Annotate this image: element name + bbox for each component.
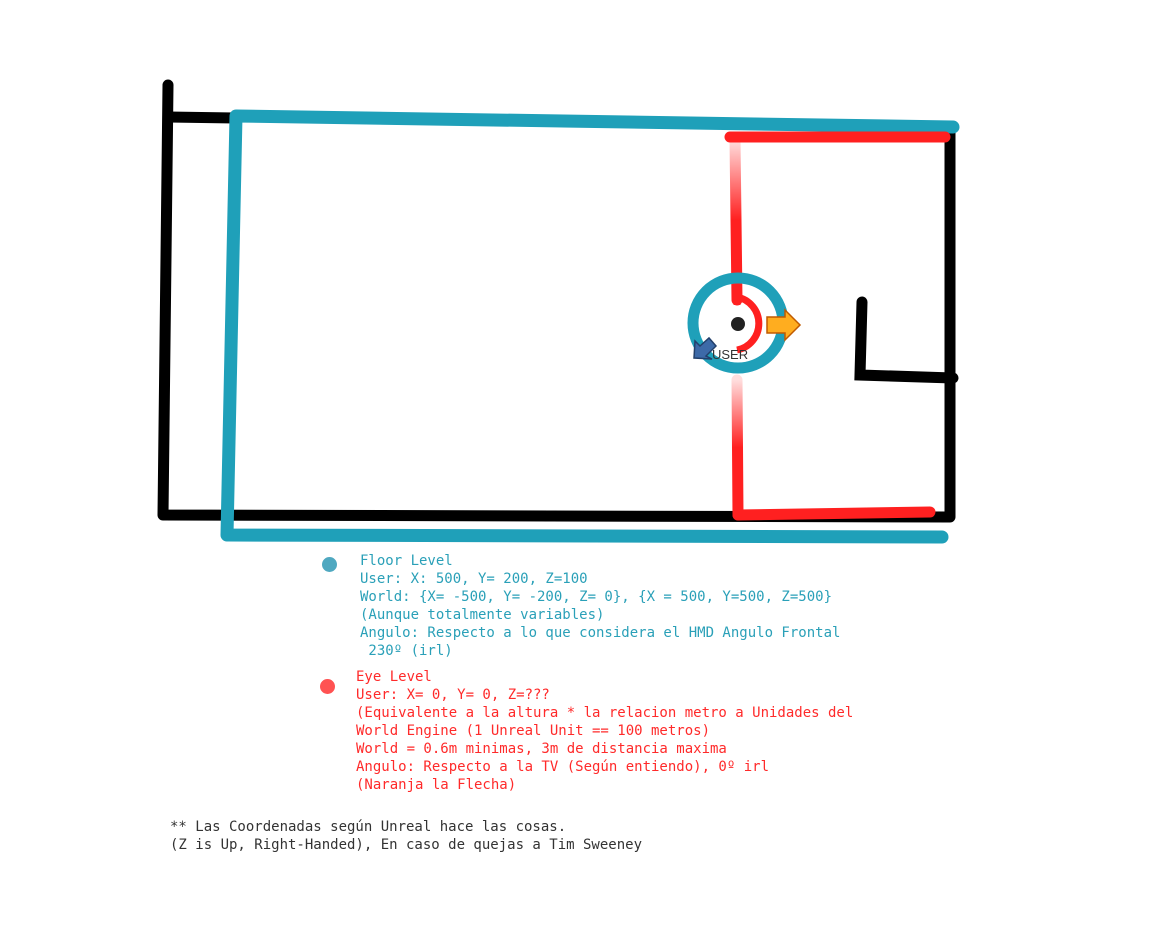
legend-line: World Engine (1 Unreal Unit == 100 metro… <box>356 723 711 739</box>
footnote: ** Las Coordenadas según Unreal hace las… <box>170 818 642 854</box>
eye-level-marker <box>320 679 335 694</box>
legend-line: (Naranja la Flecha) <box>356 777 517 793</box>
user-center-dot <box>731 317 745 331</box>
user-eye-arc <box>733 292 763 354</box>
tv-box <box>854 296 959 384</box>
legend-line: Floor Level <box>360 553 453 569</box>
footnote-line: (Z is Up, Right-Handed), En caso de quej… <box>170 837 643 853</box>
legend-line: (Aunque totalmente variables) <box>360 607 605 623</box>
legend-line: World = 0.6m minimas, 3m de distancia ma… <box>356 741 727 757</box>
legend-line: Angulo: Respecto a la TV (Según entiendo… <box>356 759 770 775</box>
legend-line: World: {X= -500, Y= -200, Z= 0}, {X = 50… <box>360 589 833 605</box>
user-label: USER <box>712 347 749 362</box>
legend-line: (Equivalente a la altura * la relacion m… <box>356 705 854 721</box>
black-boundary <box>157 79 956 523</box>
footnote-line: ** Las Coordenadas según Unreal hace las… <box>170 819 567 835</box>
floor-level-marker <box>322 557 337 572</box>
legend-line: Eye Level <box>356 669 432 685</box>
back-arrow-icon <box>693 336 718 360</box>
legend-line: 230º (irl) <box>360 643 453 659</box>
legend-line: User: X: 500, Y= 200, Z=100 <box>360 571 588 587</box>
front-arrow-icon <box>766 308 802 342</box>
eye-level-boundary <box>724 131 951 521</box>
legend-line: Angulo: Respecto a lo que considera el H… <box>360 625 841 641</box>
legend-line: User: X= 0, Y= 0, Z=??? <box>356 687 550 703</box>
floor-level-boundary <box>220 109 960 544</box>
